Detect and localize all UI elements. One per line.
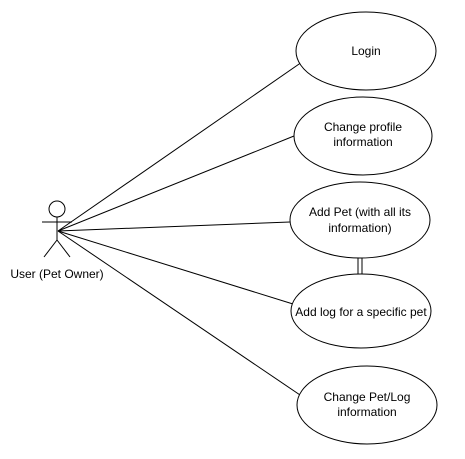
association-add-pet (57, 221, 291, 232)
use-case-change-profile[interactable]: Change profile information (293, 96, 433, 176)
association-change-profile (57, 135, 295, 232)
association-lines (57, 61, 304, 398)
use-case-add-pet[interactable]: Add Pet (with all its information) (289, 181, 431, 259)
use-case-add-log-label: Add log for a specific pet (295, 305, 427, 319)
use-case-change-pet-log-label-line1: Change Pet/Log (324, 390, 411, 404)
use-case-change-profile-label-line1: Change profile (324, 120, 402, 134)
association-login (57, 61, 303, 232)
use-case-add-pet-label-line1: Add Pet (with all its (309, 205, 411, 219)
use-case-add-log[interactable]: Add log for a specific pet (290, 273, 432, 349)
use-case-login-label: Login (351, 44, 380, 58)
use-case-change-pet-log-label-line2: information (337, 405, 396, 419)
use-case-add-pet-label-line2: information) (328, 221, 391, 235)
use-case-login[interactable]: Login (295, 11, 437, 91)
association-add-log (57, 230, 294, 305)
actor-label: User (Pet Owner) (10, 267, 103, 281)
use-case-change-pet-log[interactable]: Change Pet/Log information (296, 365, 438, 445)
use-case-change-profile-label-line2: information (333, 135, 392, 149)
association-change-pet-log (57, 230, 304, 398)
stick-figure-icon (42, 200, 72, 258)
include-relation-double-line (357, 257, 363, 276)
